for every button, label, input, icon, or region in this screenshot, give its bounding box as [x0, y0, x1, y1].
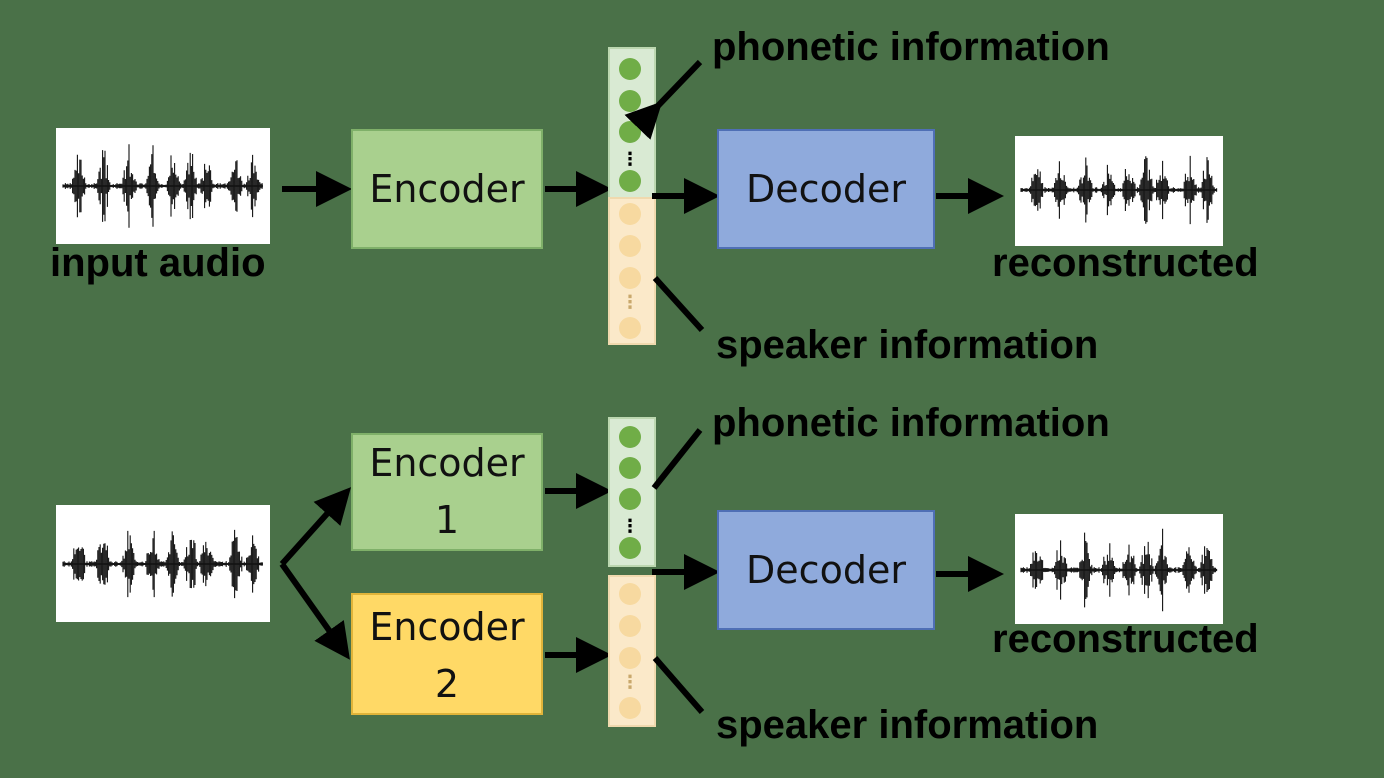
reconstructed-label-top: reconstructed: [992, 241, 1259, 285]
arrow-input-to-encoder1: [279, 487, 352, 567]
arrow-speaker-bottom: [652, 656, 705, 714]
phonetic-dot: [619, 90, 641, 112]
encoder1-box: Encoder 1: [351, 433, 543, 551]
vector-ellipsis-speaker: ⋮: [621, 292, 639, 313]
vector-ellipsis: ⋮: [621, 516, 639, 537]
arrow-phonetic-top: [624, 59, 703, 140]
encoder2-box: Encoder 2: [351, 593, 543, 715]
phonetic-dot: [619, 121, 641, 143]
reconstructed-label-bottom: reconstructed: [992, 617, 1259, 661]
phonetic-vector-bottom: ⋮: [608, 417, 656, 567]
speaker-vector-bottom: ⋮: [608, 575, 656, 727]
output-waveform-bottom: [1015, 514, 1223, 624]
speaker-label-bottom: speaker information: [716, 703, 1098, 747]
input-waveform-top: [56, 128, 270, 244]
phonetic-label-bottom: phonetic information: [712, 401, 1110, 445]
speaker-dot: [619, 615, 641, 637]
arrow-speaker-top: [652, 275, 705, 333]
latent-vector-top: ⋮ ⋮: [608, 47, 656, 345]
decoder-box-top: Decoder: [717, 129, 935, 249]
vector-ellipsis-speaker: ⋮: [621, 672, 639, 693]
encoder2-label-line1: Encoder: [369, 605, 525, 649]
encoder-box-top: Encoder: [351, 129, 543, 249]
encoder2-label-line2: 2: [435, 662, 459, 706]
phonetic-dot: [619, 58, 641, 80]
encoder1-label-line2: 1: [435, 498, 459, 542]
phonetic-dot: [619, 457, 641, 479]
decoder-label-bottom: Decoder: [746, 548, 906, 592]
speaker-dot: [619, 317, 641, 339]
speaker-dot: [619, 203, 641, 225]
phonetic-dot: [619, 488, 641, 510]
input-waveform-bottom: [56, 505, 270, 622]
speaker-label-top: speaker information: [716, 323, 1098, 367]
speaker-dot: [619, 697, 641, 719]
speaker-dot: [619, 647, 641, 669]
phonetic-dot: [619, 426, 641, 448]
phonetic-dot: [619, 537, 641, 559]
decoder-label-top: Decoder: [746, 167, 906, 211]
arrow-input-to-encoder2: [279, 562, 350, 660]
decoder-box-bottom: Decoder: [717, 510, 935, 630]
encoder1-label-line1: Encoder: [369, 441, 525, 485]
speaker-dot: [619, 267, 641, 289]
arrow-phonetic-bottom: [651, 428, 703, 490]
speaker-dot: [619, 583, 641, 605]
phonetic-dot: [619, 170, 641, 192]
speaker-dot: [619, 235, 641, 257]
phonetic-label-top: phonetic information: [712, 25, 1110, 69]
input-audio-label: input audio: [50, 241, 266, 285]
output-waveform-top: [1015, 136, 1223, 246]
vector-ellipsis: ⋮: [621, 149, 639, 170]
encoder-label-top: Encoder: [369, 167, 525, 211]
